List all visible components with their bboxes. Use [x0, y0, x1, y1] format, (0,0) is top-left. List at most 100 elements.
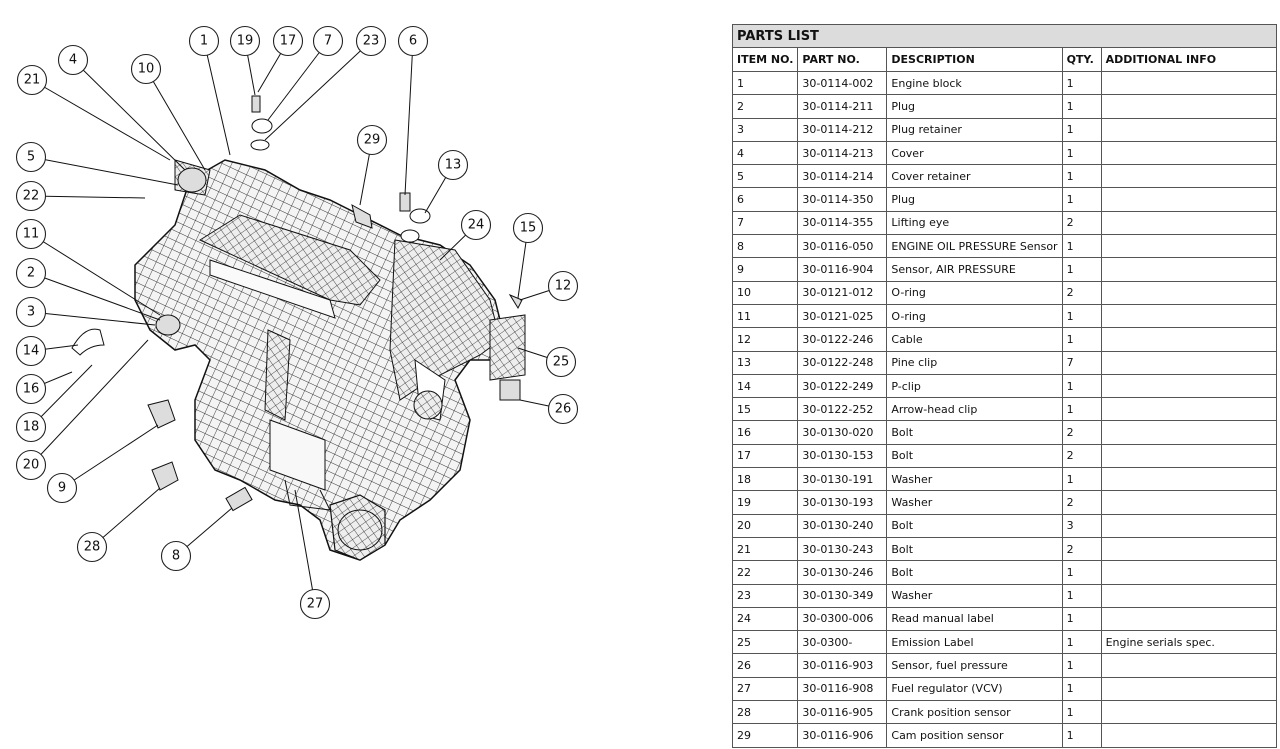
callout-label: 18	[23, 420, 40, 435]
additional-info-cell	[1100, 606, 1277, 632]
callout-label: 3	[27, 305, 35, 320]
callout-22: 22	[15, 180, 47, 212]
callout-circle	[272, 25, 304, 57]
callout-circle	[15, 335, 47, 367]
qty-cell: 1	[1061, 397, 1102, 422]
callout-28: 28	[76, 531, 108, 563]
callout-circle	[356, 124, 388, 156]
callout-18: 18	[15, 411, 47, 443]
qty-cell: 1	[1061, 560, 1102, 585]
item-no-cell: 21	[731, 536, 799, 562]
additional-info-cell	[1100, 280, 1277, 305]
item-no-cell: 29	[731, 723, 799, 748]
column-header-part-no: PART NO.	[797, 47, 888, 72]
item-no-cell: 16	[731, 420, 799, 445]
description-cell: Pine clip	[886, 350, 1063, 375]
callout-label: 22	[23, 189, 40, 204]
callout-label: 5	[27, 150, 35, 165]
qty-cell: 1	[1061, 70, 1102, 96]
column-header-description: DESCRIPTION	[886, 47, 1063, 72]
qty-cell: 1	[1061, 303, 1102, 329]
description-cell: Plug	[886, 94, 1063, 119]
description-cell: Crank position sensor	[886, 700, 1063, 725]
leader-line	[72, 59, 186, 171]
part-no-cell: 30-0130-153	[797, 443, 888, 469]
additional-info-cell	[1100, 653, 1277, 678]
description-cell: Cover retainer	[886, 164, 1063, 189]
item-no-cell: 9	[731, 257, 799, 282]
callout-label: 27	[307, 597, 324, 612]
callout-12: 12	[547, 270, 579, 302]
part-no-cell: 30-0130-020	[797, 420, 888, 445]
leader-line	[61, 424, 159, 489]
part-no-cell: 30-0114-002	[797, 70, 888, 96]
item-no-cell: 23	[731, 583, 799, 608]
description-cell: O-ring	[886, 280, 1063, 305]
qty-cell: 1	[1061, 187, 1102, 212]
callout-label: 2	[27, 266, 35, 281]
callout-label: 28	[84, 540, 101, 555]
callout-leader-lines	[30, 40, 564, 605]
leader-line	[30, 233, 161, 316]
part-no-cell: 30-0114-212	[797, 117, 888, 142]
part-no-cell: 30-0114-350	[797, 187, 888, 212]
description-cell: Cable	[886, 327, 1063, 352]
qty-cell: 2	[1061, 443, 1102, 469]
item-no-cell: 27	[731, 676, 799, 702]
callout-circle	[397, 25, 429, 57]
callout-4: 4	[57, 44, 89, 76]
callout-label: 15	[520, 221, 537, 236]
description-cell: Bolt	[886, 513, 1063, 538]
additional-info-cell	[1100, 397, 1277, 422]
callout-label: 21	[24, 73, 41, 88]
part-no-cell: 30-0116-905	[797, 700, 888, 725]
item-no-cell: 6	[731, 187, 799, 212]
item-no-cell: 28	[731, 700, 799, 725]
part-no-cell: 30-0114-211	[797, 94, 888, 119]
description-cell: ENGINE OIL PRESSURE Sensor	[886, 234, 1063, 259]
additional-info-cell	[1100, 303, 1277, 329]
part-no-cell: 30-0130-243	[797, 536, 888, 562]
additional-info-cell	[1100, 117, 1277, 142]
part-no-cell: 30-0121-025	[797, 303, 888, 329]
description-cell: Plug retainer	[886, 117, 1063, 142]
part-no-cell: 30-0116-903	[797, 653, 888, 678]
description-cell: Bolt	[886, 560, 1063, 585]
callout-label: 26	[555, 402, 572, 417]
item-no-cell: 26	[731, 653, 799, 678]
callout-label: 11	[23, 227, 40, 242]
additional-info-cell	[1100, 327, 1277, 352]
item-no-cell: 12	[731, 327, 799, 352]
description-cell: Engine block	[886, 70, 1063, 96]
item-no-cell: 5	[731, 164, 799, 189]
callout-circle	[15, 449, 47, 481]
additional-info-cell	[1100, 560, 1277, 585]
item-no-cell: 1	[731, 70, 799, 96]
leader-line	[30, 156, 179, 186]
callout-25: 25	[545, 346, 577, 378]
part-no-cell: 30-0130-193	[797, 490, 888, 515]
item-no-cell: 11	[731, 303, 799, 329]
callout-circle	[437, 149, 469, 181]
part-no-cell: 30-0116-906	[797, 723, 888, 748]
description-cell: Cam position sensor	[886, 723, 1063, 748]
callout-24: 24	[460, 209, 492, 241]
callout-label: 12	[555, 279, 572, 294]
part-no-cell: 30-0116-904	[797, 257, 888, 282]
callout-8: 8	[160, 540, 192, 572]
callout-15: 15	[512, 212, 544, 244]
qty-cell: 1	[1061, 467, 1102, 492]
part-no-cell: 30-0130-246	[797, 560, 888, 585]
additional-info-cell	[1100, 723, 1277, 748]
